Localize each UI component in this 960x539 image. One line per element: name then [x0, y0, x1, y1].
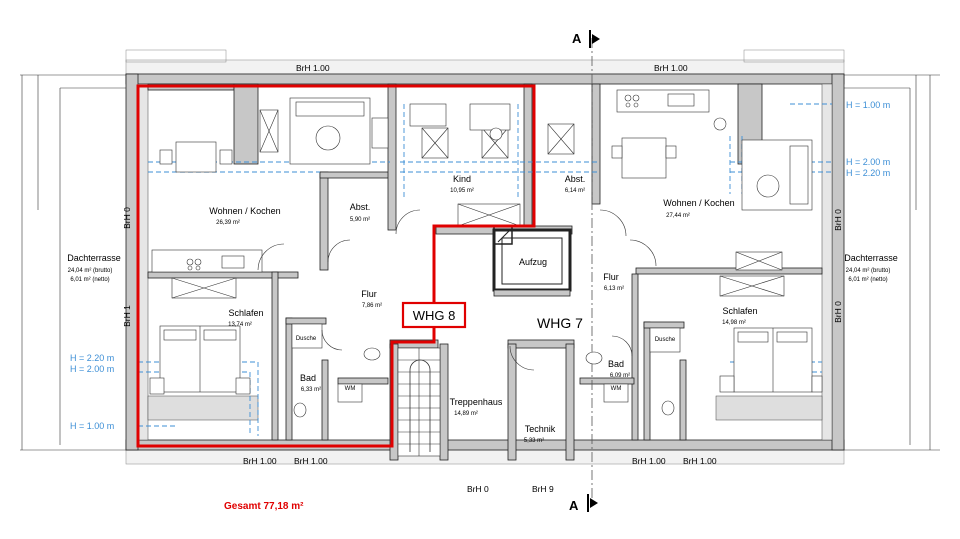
- section-marker-top: A: [572, 30, 600, 48]
- doors: [257, 209, 657, 371]
- unit-labels: WHG 8 WHG 7: [401, 301, 583, 331]
- room-wm-right: WM: [611, 386, 622, 392]
- svg-text:14,89 m²: 14,89 m²: [454, 411, 478, 417]
- room-abst-right: Abst.: [565, 174, 586, 184]
- room-wm-left: WM: [345, 386, 356, 392]
- svg-text:6,33 m²: 6,33 m²: [301, 387, 321, 393]
- svg-text:5,33 m²: 5,33 m²: [524, 438, 544, 444]
- unit-whg7: WHG 7: [537, 315, 583, 331]
- height-labels: H = 1.00 m H = 2.00 m H = 2.20 m H = 2.2…: [70, 100, 890, 431]
- svg-text:BrH 1: BrH 1: [122, 305, 132, 327]
- svg-text:BrH 1.00: BrH 1.00: [296, 63, 330, 73]
- svg-text:H = 1.00 m: H = 1.00 m: [846, 100, 890, 110]
- room-dusche-left: Dusche: [296, 336, 317, 342]
- svg-text:13,74 m²: 13,74 m²: [228, 322, 252, 328]
- svg-text:14,98 m²: 14,98 m²: [722, 320, 746, 326]
- room-schlafen-right: Schlafen: [722, 306, 757, 316]
- whg8-outline: [136, 84, 536, 448]
- roof-windows: [171, 109, 785, 299]
- svg-text:6,09 m²: 6,09 m²: [610, 373, 630, 379]
- svg-text:6,14 m²: 6,14 m²: [565, 188, 585, 194]
- svg-text:BrH 0: BrH 0: [467, 484, 489, 494]
- staircase: [397, 347, 441, 457]
- svg-text:H = 2.20 m: H = 2.20 m: [846, 168, 890, 178]
- room-flur-right: Flur: [603, 272, 619, 282]
- whg8-box: [401, 301, 467, 329]
- room-bad-right: Bad: [608, 359, 624, 369]
- roof-band: [20, 49, 940, 465]
- room-technik: Technik: [525, 424, 556, 434]
- svg-text:H = 1.00 m: H = 1.00 m: [70, 421, 114, 431]
- outer-walls: [125, 73, 845, 451]
- svg-text:H = 2.00 m: H = 2.00 m: [70, 364, 114, 374]
- svg-text:10,95 m²: 10,95 m²: [450, 188, 474, 194]
- svg-text:BrH 1.00: BrH 1.00: [294, 456, 328, 466]
- unit-whg8: WHG 8: [413, 308, 456, 323]
- svg-text:6,01 m² (netto): 6,01 m² (netto): [70, 277, 109, 283]
- svg-text:BrH 1.00: BrH 1.00: [683, 456, 717, 466]
- svg-text:BrH 0: BrH 0: [122, 207, 132, 229]
- furniture: [149, 89, 823, 418]
- svg-text:27,44 m²: 27,44 m²: [666, 213, 690, 219]
- room-flur-left: Flur: [361, 289, 377, 299]
- brh-labels: BrH 1.00 BrH 1.00 BrH 1.00 BrH 1.00 BrH …: [122, 63, 843, 494]
- room-labels: Wohnen / Kochen 26,39 m² Abst. 5,90 m² K…: [67, 174, 898, 444]
- svg-text:BrH 1.00: BrH 1.00: [654, 63, 688, 73]
- room-bad-left: Bad: [300, 373, 316, 383]
- total-area: Gesamt 77,18 m²: [224, 501, 304, 512]
- section-marker-bottom: A: [569, 494, 598, 513]
- svg-text:BrH 1.00: BrH 1.00: [632, 456, 666, 466]
- svg-text:26,39 m²: 26,39 m²: [216, 220, 240, 226]
- svg-text:BrH 0: BrH 0: [833, 301, 843, 323]
- svg-text:24,04 m² (brutto): 24,04 m² (brutto): [68, 268, 113, 274]
- room-wohnen-right: Wohnen / Kochen: [663, 198, 734, 208]
- svg-text:H = 2.20 m: H = 2.20 m: [70, 353, 114, 363]
- svg-text:BrH 9: BrH 9: [532, 484, 554, 494]
- svg-text:A: A: [569, 498, 579, 513]
- room-dusche-right: Dusche: [655, 337, 676, 343]
- room-wohnen-left: Wohnen / Kochen: [209, 206, 280, 216]
- svg-text:5,90 m²: 5,90 m²: [350, 217, 370, 223]
- svg-text:24,04 m² (brutto): 24,04 m² (brutto): [846, 268, 891, 274]
- elevator: [493, 225, 563, 285]
- room-abst-left: Abst.: [350, 202, 371, 212]
- svg-text:6,01 m² (netto): 6,01 m² (netto): [848, 277, 887, 283]
- room-kind: Kind: [453, 174, 471, 184]
- svg-text:7,86 m²: 7,86 m²: [362, 303, 382, 309]
- room-schlafen-left: Schlafen: [228, 308, 263, 318]
- svg-text:BrH 0: BrH 0: [833, 209, 843, 231]
- room-dachterrasse-left: Dachterrasse: [67, 253, 121, 263]
- room-aufzug: Aufzug: [519, 257, 547, 267]
- svg-text:H = 2.00 m: H = 2.00 m: [846, 157, 890, 167]
- room-dachterrasse-right: Dachterrasse: [844, 253, 898, 263]
- room-treppenhaus: Treppenhaus: [450, 397, 503, 407]
- svg-text:BrH 1.00: BrH 1.00: [243, 456, 277, 466]
- svg-text:A: A: [572, 31, 582, 46]
- svg-text:6,13 m²: 6,13 m²: [604, 286, 624, 292]
